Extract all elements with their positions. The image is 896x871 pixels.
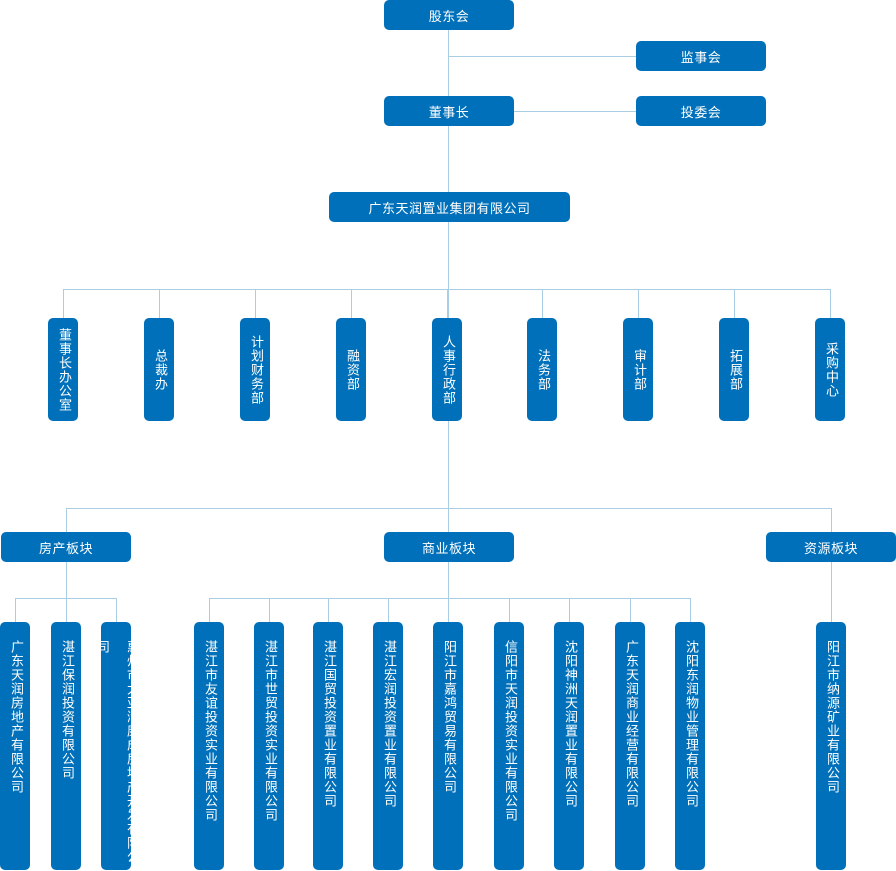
connector-trunk-top xyxy=(448,30,449,96)
node-segment-real-estate: 房产板块 xyxy=(1,532,131,562)
node-company: 沈阳东润物业管理有限公司 xyxy=(675,622,705,870)
connector-department-drop xyxy=(351,289,352,318)
connector-department-drop xyxy=(159,289,160,318)
node-segment-resources: 资源板块 xyxy=(766,532,896,562)
connector-company-drop xyxy=(209,598,210,622)
node-company: 信阳市天润投资实业有限公司 xyxy=(494,622,524,870)
connector-resources-down xyxy=(831,562,832,622)
node-company: 惠州市大亚湾康成房地产开发有限公司 xyxy=(94,622,139,870)
node-investment-committee: 投委会 xyxy=(636,96,766,126)
node-department: 审计部 xyxy=(623,318,653,421)
connector-department-drop xyxy=(63,289,64,318)
node-department: 融资部 xyxy=(336,318,366,421)
connector-company-drop xyxy=(448,598,449,622)
connector-company-drop xyxy=(328,598,329,622)
connector-company-drop xyxy=(690,598,691,622)
node-company: 广东天润房地产有限公司 xyxy=(0,622,30,870)
connector-company-drop xyxy=(388,598,389,622)
connector-department-drop xyxy=(542,289,543,318)
connector-company-drop xyxy=(509,598,510,622)
node-company: 湛江市友谊投资实业有限公司 xyxy=(194,622,224,870)
connector-company-drop xyxy=(569,598,570,622)
connector-department-drop xyxy=(255,289,256,318)
node-department: 法务部 xyxy=(527,318,557,421)
node-company: 湛江市世贸投资实业有限公司 xyxy=(254,622,284,870)
connector-commercial-bar xyxy=(209,598,691,599)
node-department: 拓展部 xyxy=(719,318,749,421)
connector-trunk-mid xyxy=(448,126,449,192)
node-company: 湛江宏润投资置业有限公司 xyxy=(373,622,403,870)
connector-company-drop xyxy=(630,598,631,622)
node-department: 人事行政部 xyxy=(432,318,462,421)
connector-company-drop xyxy=(269,598,270,622)
connector-real-estate-down xyxy=(66,562,67,598)
node-company: 阳江市纳源矿业有限公司 xyxy=(816,622,846,870)
node-segment-commercial: 商业板块 xyxy=(384,532,514,562)
connector-company-drop xyxy=(15,598,16,622)
node-company: 广东天润商业经营有限公司 xyxy=(615,622,645,870)
node-company: 湛江保润投资有限公司 xyxy=(51,622,81,870)
connector-trunk-lower xyxy=(448,421,449,533)
connector-department-drop xyxy=(830,289,831,318)
node-company: 阳江市嘉鸿贸易有限公司 xyxy=(433,622,463,870)
connector-department-drop xyxy=(734,289,735,318)
connector-company-drop xyxy=(116,598,117,622)
connector-trunk-group xyxy=(448,222,449,318)
node-department: 总裁办 xyxy=(144,318,174,421)
node-company: 沈阳神洲天润置业有限公司 xyxy=(554,622,584,870)
node-department: 计划财务部 xyxy=(240,318,270,421)
connector-department-drop xyxy=(447,289,448,318)
connector-company-drop xyxy=(66,598,67,622)
connector-segments-bar xyxy=(66,508,831,509)
connector-investment xyxy=(514,111,636,112)
connector-department-drop xyxy=(638,289,639,318)
node-group-company: 广东天润置业集团有限公司 xyxy=(329,192,570,222)
connector-supervisory xyxy=(448,56,636,57)
connector-commercial-down xyxy=(448,562,449,622)
node-shareholders: 股东会 xyxy=(384,0,514,30)
node-supervisory-board: 监事会 xyxy=(636,41,766,71)
node-company: 湛江国贸投资置业有限公司 xyxy=(313,622,343,870)
connector-segment-resources xyxy=(831,508,832,533)
node-department: 采购中心 xyxy=(815,318,845,421)
node-department: 董事长办公室 xyxy=(48,318,78,421)
node-chairman: 董事长 xyxy=(384,96,514,126)
connector-segment-real-estate xyxy=(66,508,67,533)
